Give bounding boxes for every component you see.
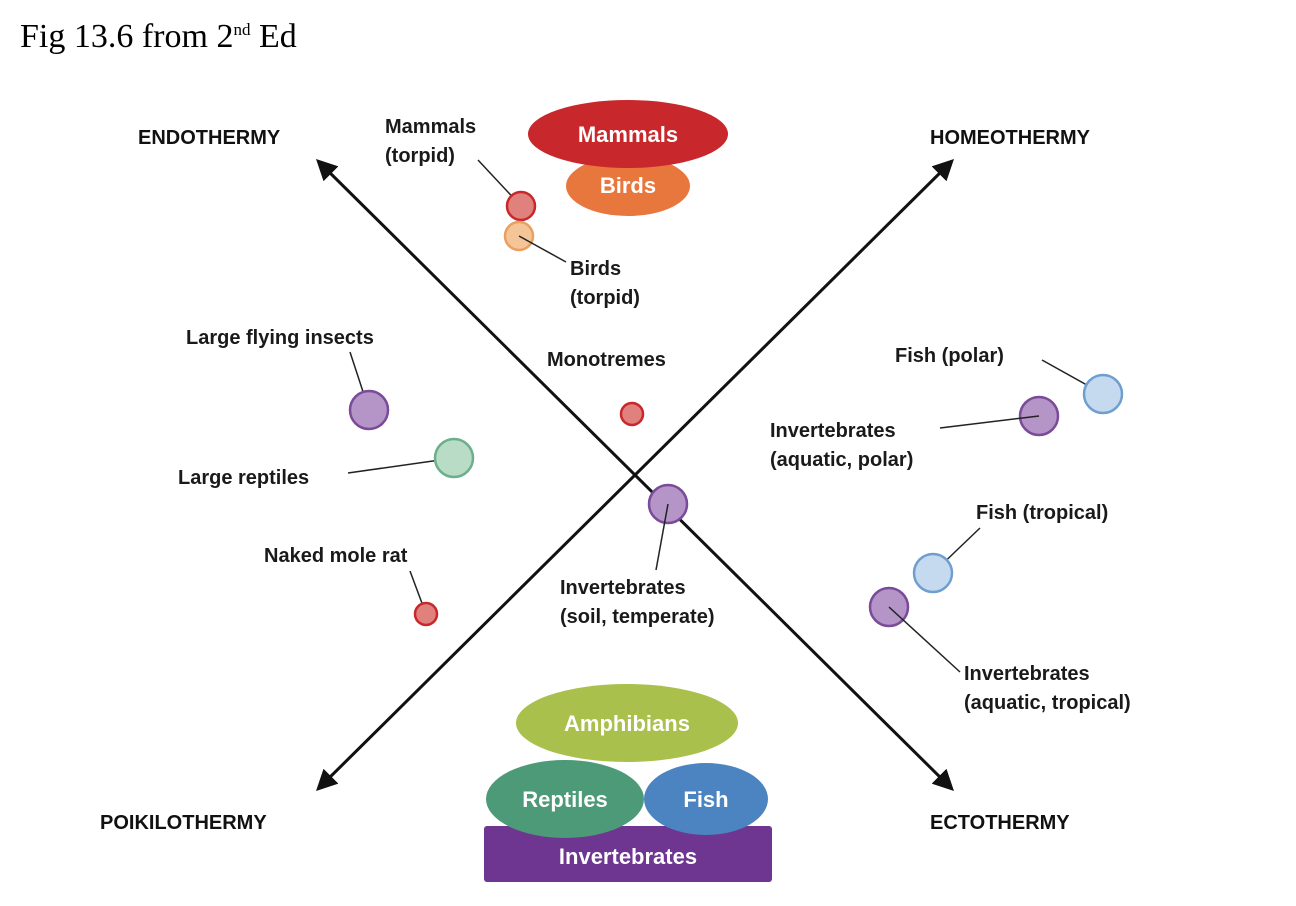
leader-invertebrates-soil [655,503,669,571]
fish-polar-marker [1082,373,1124,415]
leader-birds-torpid [518,235,567,263]
label-naked-mole-rat: Naked mole rat [264,545,408,567]
leader-invertebrates-aquatic-polar [939,415,1040,429]
fish-tropical-marker [912,552,954,594]
figure-heading: Fig 13.6 from 2nd Ed [20,18,297,56]
mammals-blob-label: Mammals [578,122,678,147]
fish-blob [644,763,768,835]
label-fish-polar: Fish (polar) [895,345,1004,367]
reptiles-blob-label: Reptiles [522,787,608,812]
monotremes-marker [619,401,645,427]
fish-blob-label: Fish [683,787,728,812]
label-monotremes: Monotremes [547,349,666,371]
invertebrates-block-label: Invertebrates [559,844,697,869]
label-large-flying-insects: Large flying insects [186,327,374,349]
label-birds-torpid-line2: (torpid) [570,287,640,309]
label-mammals-torpid-line1: Mammals [385,116,476,138]
figure-heading-ordinal: nd [233,20,251,39]
label-invertebrates-soil-line1: Invertebrates [560,577,686,599]
axis-label-ectothermy: ECTOTHERMY [930,812,1070,834]
invertebrates-block [484,826,772,882]
amphibians-blob-label: Amphibians [564,711,690,736]
mammals-torpid-marker [505,190,537,222]
label-birds-torpid-line1: Birds [570,258,621,280]
axis-label-homeothermy: HOMEOTHERMY [930,127,1091,149]
reptiles-blob [486,760,644,838]
mammals-blob [528,100,728,168]
amphibians-blob [516,684,738,762]
axis-label-poikilothermy: POIKILOTHERMY [100,812,267,834]
leader-invertebrates-aquatic-tropical [888,606,961,673]
large-reptiles-marker [433,437,475,479]
figure-heading-main: Fig 13.6 from 2 [20,18,234,55]
label-invertebrates-aquatic-polar-line2: (aquatic, polar) [770,449,913,471]
label-large-reptiles: Large reptiles [178,467,309,489]
label-invertebrates-soil-line2: (soil, temperate) [560,606,714,628]
figure-heading-tail: Ed [250,18,297,55]
birds-blob-label: Birds [600,173,656,198]
label-invertebrates-aquatic-polar-line1: Invertebrates [770,420,896,442]
label-invertebrates-aquatic-tropical-line2: (aquatic, tropical) [964,692,1131,714]
label-mammals-torpid-line2: (torpid) [385,145,455,167]
birds-blob [566,156,690,216]
axis-homeothermy-poikilothermy [316,159,954,791]
naked-mole-rat-marker [413,601,439,627]
axis-label-endothermy: ENDOTHERMY [138,127,281,149]
large-flying-insects-marker [348,389,390,431]
label-fish-tropical: Fish (tropical) [976,502,1108,524]
label-invertebrates-aquatic-tropical-line1: Invertebrates [964,663,1090,685]
